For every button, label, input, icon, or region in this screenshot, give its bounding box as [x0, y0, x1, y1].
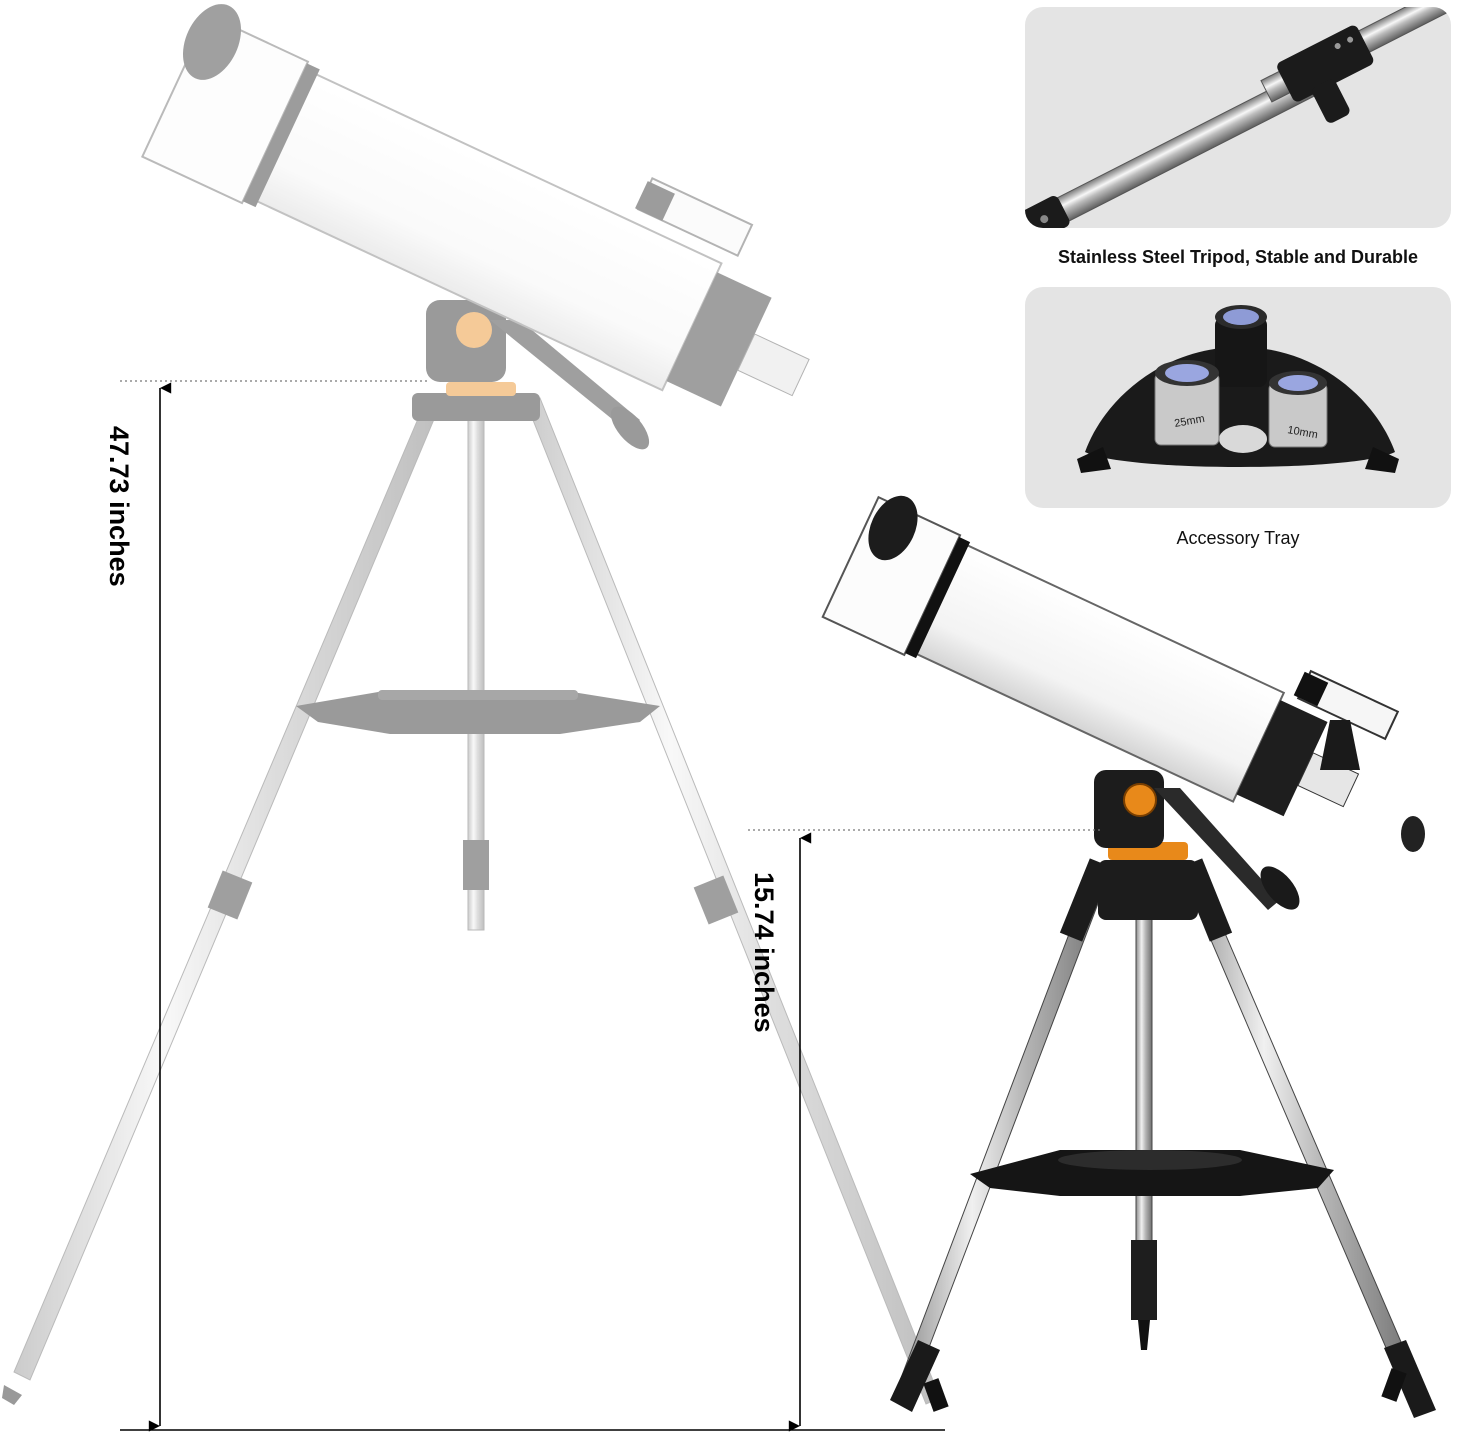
tray-caption: Accessory Tray — [1176, 528, 1300, 548]
tripod-height-label: 15.74 inches — [749, 872, 779, 1033]
faded-telescope-tube — [141, 4, 810, 407]
eyepiece-center — [1215, 305, 1267, 387]
accessory-tray-inset: 25mm 10mm — [1025, 287, 1451, 508]
solid-tripod-legs — [890, 858, 1436, 1418]
faded-mount — [412, 238, 650, 450]
telescope-solid-small — [821, 495, 1436, 1418]
eyepiece-right-label: 10mm — [1286, 424, 1318, 441]
accessory-tray-image: 25mm 10mm — [1077, 305, 1399, 473]
telescope-faded-large — [2, 4, 941, 1405]
eyepiece-left-label: 25mm — [1173, 413, 1205, 430]
tripod-caption: Stainless Steel Tripod, Stable and Durab… — [1057, 247, 1419, 267]
tripod-leg-closeup-image — [1025, 7, 1451, 228]
solid-telescope-tube — [821, 495, 1425, 852]
faded-tripod-legs — [2, 397, 941, 1405]
eyepiece-left: 25mm — [1154, 360, 1220, 446]
total-height-label: 47.73 inches — [104, 426, 134, 587]
tripod-closeup-inset — [1025, 7, 1451, 228]
faded-accessory-tray — [296, 690, 660, 734]
solid-accessory-tray — [970, 1150, 1334, 1196]
dimension-lines — [120, 380, 1100, 1432]
eyepiece-right: 10mm — [1268, 371, 1328, 448]
